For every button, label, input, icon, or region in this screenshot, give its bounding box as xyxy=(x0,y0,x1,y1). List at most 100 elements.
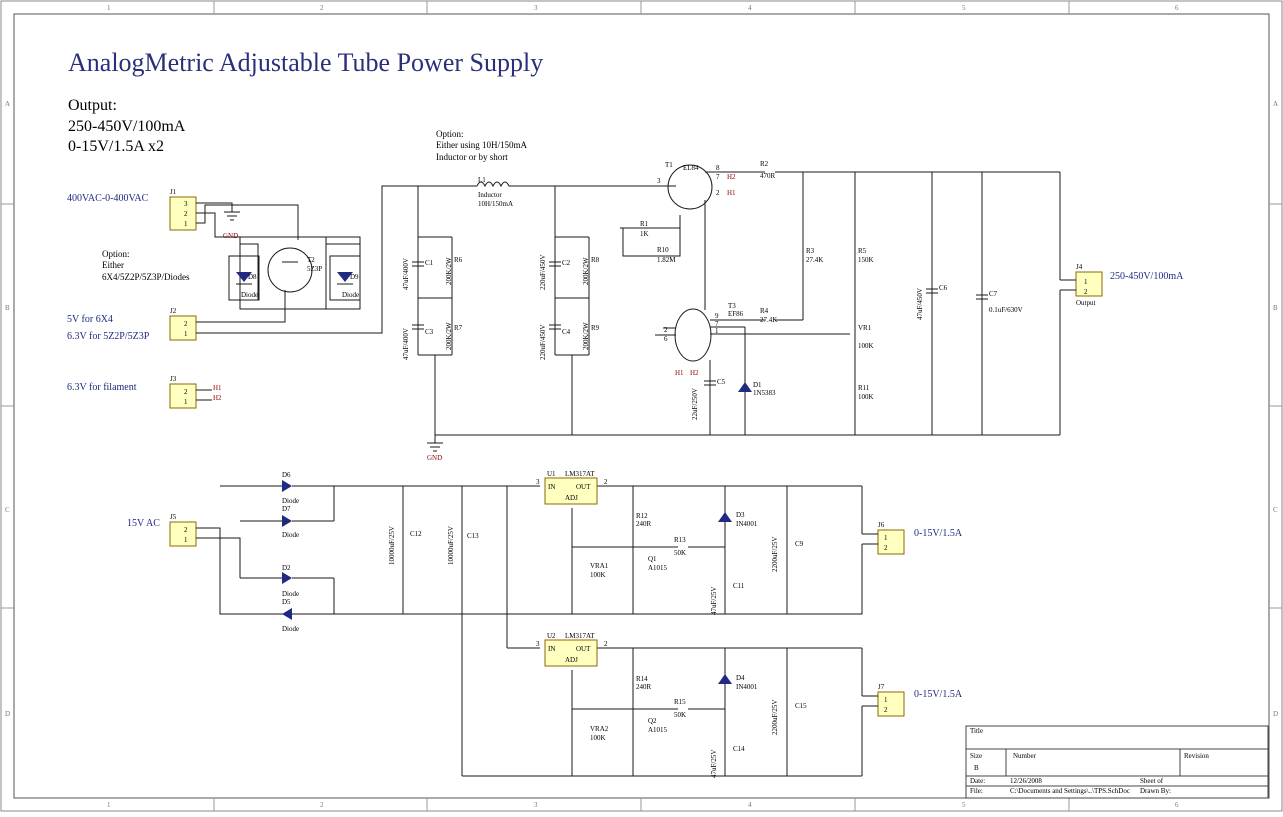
svg-text:1: 1 xyxy=(184,536,188,544)
svg-text:Diode: Diode xyxy=(282,590,299,598)
svg-text:Q1: Q1 xyxy=(648,555,657,563)
svg-text:3: 3 xyxy=(536,640,540,648)
svg-text:7: 7 xyxy=(716,173,720,181)
svg-text:IN: IN xyxy=(548,645,555,653)
svg-text:R1: R1 xyxy=(640,220,649,228)
row-label: B xyxy=(1273,304,1278,312)
row-label: A xyxy=(1273,100,1278,108)
svg-text:C5: C5 xyxy=(717,378,726,386)
svg-text:8: 8 xyxy=(716,164,720,172)
svg-text:C4: C4 xyxy=(562,328,571,336)
svg-text:Q2: Q2 xyxy=(648,717,657,725)
svg-text:R3: R3 xyxy=(806,247,815,255)
date-label: Date: xyxy=(970,777,985,785)
svg-text:OUT: OUT xyxy=(576,483,591,491)
svg-text:T2: T2 xyxy=(307,256,315,264)
cap-value: 47uF/25V xyxy=(710,750,718,778)
output-summary: Output: 250-450V/100mA 0-15V/1.5A x2 xyxy=(68,97,186,155)
number-label: Number xyxy=(1013,752,1037,760)
row-label: B xyxy=(5,304,10,312)
svg-text:C12: C12 xyxy=(410,530,422,538)
note-line: Inductor or by short xyxy=(436,152,508,162)
svg-text:LM317AT: LM317AT xyxy=(565,632,595,640)
svg-text:H1: H1 xyxy=(213,384,222,392)
regulator-u1: IN OUT ADJ U1 LM317AT 3 2 xyxy=(536,470,608,505)
col-label: 2 xyxy=(320,801,324,809)
svg-text:240R: 240R xyxy=(636,683,652,691)
diode-d8: D8 Diode xyxy=(228,255,260,301)
svg-text:J2: J2 xyxy=(170,307,177,315)
file-label: File: xyxy=(970,787,983,795)
svg-text:D4: D4 xyxy=(736,674,745,682)
svg-text:2: 2 xyxy=(664,326,668,334)
svg-text:H2: H2 xyxy=(690,369,699,377)
svg-text:1: 1 xyxy=(884,534,888,542)
svg-text:D6: D6 xyxy=(282,471,291,479)
svg-text:A1015: A1015 xyxy=(648,564,668,572)
svg-text:R2: R2 xyxy=(760,160,769,168)
svg-text:2: 2 xyxy=(884,544,888,552)
cap-value: 10000uF/25V xyxy=(447,526,455,565)
svg-text:Inductor: Inductor xyxy=(478,191,502,199)
output-line: 250-450V/100mA xyxy=(68,118,186,135)
col-label: 6 xyxy=(1175,4,1179,12)
svg-text:1: 1 xyxy=(884,696,888,704)
svg-text:1.82M: 1.82M xyxy=(657,256,676,264)
svg-text:U1: U1 xyxy=(547,470,556,478)
svg-text:Output: Output xyxy=(1076,299,1096,307)
svg-text:2: 2 xyxy=(1084,288,1088,296)
tube-t3: 2 6 T3 EF86 9 7 1 H1 H2 xyxy=(663,302,744,377)
regulator-u2: IN OUT ADJ U2 LM317AT 3 2 xyxy=(536,632,608,667)
svg-text:100K: 100K xyxy=(858,393,874,401)
svg-text:VRA1: VRA1 xyxy=(590,562,609,570)
connector-j5: 21 J5 xyxy=(169,513,197,547)
svg-text:R13: R13 xyxy=(674,536,686,544)
svg-text:L1: L1 xyxy=(478,176,486,184)
inductor-l1: L1 Inductor 10H/150mA xyxy=(476,176,515,208)
tube-t1: 3 T1 EL84 8 7 2 H2 H1 xyxy=(655,161,736,210)
svg-text:J7: J7 xyxy=(878,683,885,691)
row-label: C xyxy=(5,506,10,514)
bridge-diodes: D6 Diode D7 Diode D2 Diode D5 Diode xyxy=(282,471,299,633)
diode-d9: D9 Diode xyxy=(329,255,361,301)
cap-value: 47uF/400V xyxy=(402,258,410,290)
svg-text:C2: C2 xyxy=(562,259,571,267)
connector-j1: 321 J1 xyxy=(169,188,197,231)
svg-text:C1: C1 xyxy=(425,259,434,267)
input-label: 400VAC-0-400VAC xyxy=(67,193,149,204)
svg-text:C3: C3 xyxy=(425,328,434,336)
svg-text:R6: R6 xyxy=(454,256,463,264)
svg-text:C14: C14 xyxy=(733,745,745,753)
svg-text:U2: U2 xyxy=(547,632,556,640)
size-value: B xyxy=(974,764,979,772)
svg-text:D8: D8 xyxy=(248,273,257,281)
svg-text:J1: J1 xyxy=(170,188,177,196)
res-value: 200K/2W xyxy=(582,322,590,350)
size-label: Size xyxy=(970,752,982,760)
svg-text:2: 2 xyxy=(184,320,188,328)
svg-text:Diode: Diode xyxy=(282,531,299,539)
svg-text:1: 1 xyxy=(1084,278,1088,286)
file-value: C:\Documents and Settings\..\TPS.SchDoc xyxy=(1010,787,1130,795)
svg-text:T3: T3 xyxy=(728,302,736,310)
cap-value: 10000uF/25V xyxy=(388,526,396,565)
svg-text:2: 2 xyxy=(604,640,608,648)
svg-text:LM317AT: LM317AT xyxy=(565,470,595,478)
svg-text:H1: H1 xyxy=(675,369,684,377)
cap-value: 2200uF/25V xyxy=(771,700,779,735)
svg-text:VR1: VR1 xyxy=(858,324,872,332)
svg-text:6: 6 xyxy=(664,335,668,343)
svg-text:D2: D2 xyxy=(282,564,291,572)
svg-text:D9: D9 xyxy=(350,273,359,281)
row-label: A xyxy=(5,100,10,108)
svg-text:1K: 1K xyxy=(640,230,649,238)
res-value: 200K/2W xyxy=(445,257,453,285)
svg-text:10H/150mA: 10H/150mA xyxy=(478,200,513,208)
filter-caps: C1 C3 C2 C4 R6 R7 R8 R9 xyxy=(412,256,600,336)
connector-j6: 12 J6 xyxy=(877,521,905,555)
output-label: 0-15V/1.5A xyxy=(914,689,963,700)
svg-text:R4: R4 xyxy=(760,307,769,315)
svg-text:D5: D5 xyxy=(282,598,291,606)
hv-caps: C5 D1 1N5383 C6 C7 0.1uF/630V xyxy=(704,284,1023,397)
